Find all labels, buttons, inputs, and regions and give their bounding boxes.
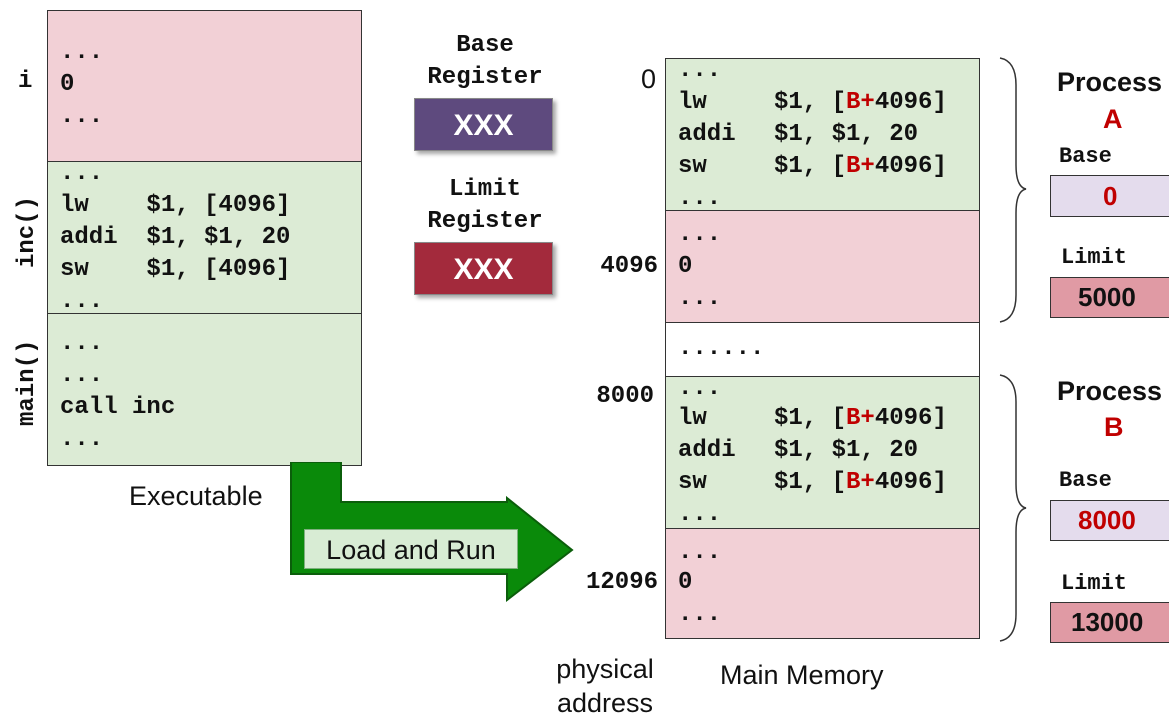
process-b-base-value: 8000 <box>1078 505 1136 535</box>
code-line: ... <box>60 160 104 187</box>
process-a-base-value: 0 <box>1103 181 1118 211</box>
code-line: addi $1, $1, 20 <box>678 119 918 151</box>
opcode: addi <box>678 121 736 148</box>
operands-tail: 4096] <box>874 153 947 180</box>
process-a-base: 0 <box>1050 175 1169 217</box>
base-offset: B+ <box>846 405 875 432</box>
base-register: XXX <box>414 98 553 151</box>
code-line: ... <box>60 103 104 130</box>
process-b-data-block: ... 0 ... <box>665 528 980 639</box>
process-b-limit-value: 13000 <box>1071 607 1144 637</box>
base-register-title-line: Base <box>456 32 514 59</box>
operands: $1, [ <box>774 469 847 496</box>
process-b-title: Process <box>1057 376 1163 406</box>
process-a-data-block: ... 0 ... <box>665 210 980 323</box>
code-line: 0 <box>678 253 693 280</box>
process-a-brace <box>999 57 1027 323</box>
base-offset: B+ <box>846 153 875 180</box>
operands-tail: 4096] <box>874 469 947 496</box>
physical-address-line: physical <box>556 654 654 684</box>
code-line: 0 <box>678 569 693 596</box>
code-line: 0 <box>60 71 75 98</box>
process-a-limit-value: 5000 <box>1078 282 1136 312</box>
process-b-brace <box>999 374 1027 642</box>
process-b-base: 8000 <box>1050 500 1169 541</box>
code-line: lw $1, [4096] <box>60 192 291 219</box>
operands: $1, $1, 20 <box>774 437 919 464</box>
code-line: ... <box>678 221 722 248</box>
address-label: 12096 <box>585 569 658 596</box>
executable-caption: Executable <box>129 481 263 511</box>
label-i: i <box>18 68 33 95</box>
operands: $1, [ <box>774 405 847 432</box>
operands: $1, $1, 20 <box>774 121 919 148</box>
load-and-run-text: Load and Run <box>326 535 496 565</box>
main-memory-caption: Main Memory <box>720 660 884 690</box>
operands-tail: 4096] <box>874 405 947 432</box>
operands-tail: 4096] <box>874 89 947 116</box>
process-b-code-block: ... lw$1, [B+4096] addi$1, $1, 20 sw$1, … <box>665 375 980 529</box>
limit-register-value: XXX <box>453 253 514 286</box>
process-a-title: Process <box>1057 67 1163 97</box>
physical-address-line: address <box>556 688 654 718</box>
memory-gap: ...... <box>665 322 980 377</box>
code-line: ... <box>678 57 722 84</box>
code-line: ...... <box>678 335 765 362</box>
base-offset: B+ <box>846 469 875 496</box>
process-b-base-label: Base <box>1059 468 1112 493</box>
limit-register-title-line: Limit <box>448 176 521 203</box>
base-register-value: XXX <box>453 109 514 142</box>
code-line: ... <box>678 375 722 402</box>
operands: $1, [ <box>774 153 847 180</box>
base-register-title-line: Register <box>427 64 543 91</box>
process-b-letter: B <box>1104 412 1124 442</box>
code-line: addi $1, $1, 20 <box>60 224 291 251</box>
process-b-limit: 13000 <box>1050 602 1169 643</box>
code-line: sw $1, [B+4096] <box>678 467 947 499</box>
opcode: lw <box>678 405 707 432</box>
process-a-code-block: ... lw$1, [B+4096] addi$1, $1, 20 sw$1, … <box>665 57 980 212</box>
code-line: ... <box>678 601 722 628</box>
inc-segment: ... lw $1, [4096] addi $1, $1, 20 sw $1,… <box>47 160 362 315</box>
process-a-base-label: Base <box>1059 144 1112 169</box>
label-inc: inc() <box>14 195 41 268</box>
main-segment: ... ... call inc ... <box>47 313 362 466</box>
process-a-limit: 5000 <box>1050 277 1169 318</box>
address-label: 8000 <box>596 383 654 410</box>
process-a-letter: A <box>1103 104 1123 134</box>
code-line: ... <box>60 39 104 66</box>
address-label: 0 <box>640 64 656 94</box>
code-line: sw $1, [4096] <box>60 256 291 283</box>
process-b-limit-label: Limit <box>1061 571 1128 596</box>
code-line: call inc <box>60 394 176 421</box>
code-line: ... <box>60 362 104 389</box>
physical-address-caption: physical address <box>540 652 670 720</box>
opcode: lw <box>678 89 707 116</box>
code-line: sw $1, [B+4096] <box>678 151 947 183</box>
opcode: sw <box>678 153 707 180</box>
address-label: 4096 <box>600 253 658 280</box>
opcode: addi <box>678 437 736 464</box>
limit-register-title-line: Register <box>427 208 543 235</box>
data-segment: ... 0 ... <box>47 10 362 162</box>
process-a-limit-label: Limit <box>1061 245 1128 270</box>
opcode: sw <box>678 469 707 496</box>
code-line: ... <box>678 501 722 528</box>
limit-register: XXX <box>414 242 553 295</box>
code-line: ... <box>60 330 104 357</box>
base-offset: B+ <box>846 89 875 116</box>
operands: $1, [ <box>774 89 847 116</box>
base-register-title: Base Register <box>410 30 560 94</box>
code-line: ... <box>678 285 722 312</box>
code-line: ... <box>678 539 722 566</box>
limit-register-title: Limit Register <box>410 174 560 238</box>
code-line: ... <box>60 288 104 315</box>
load-and-run-label: Load and Run <box>304 529 518 569</box>
code-line: addi $1, $1, 20 <box>678 435 918 467</box>
code-line: lw $1, [B+4096] <box>678 87 947 119</box>
code-line: ... <box>60 426 104 453</box>
code-line: ... <box>678 185 722 212</box>
code-line: lw $1, [B+4096] <box>678 403 947 435</box>
label-main: main() <box>14 339 41 426</box>
